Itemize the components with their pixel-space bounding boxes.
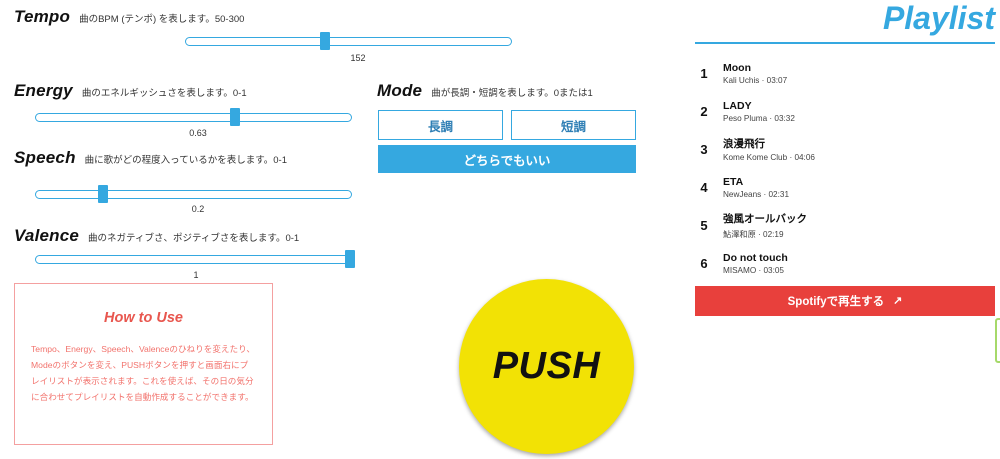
push-button-label: PUSH <box>492 345 601 387</box>
track-artist-duration: MISAMO · 03:05 <box>723 265 784 275</box>
edge-green-widget[interactable] <box>995 318 1000 363</box>
spotify-play-button[interactable]: Spotifyで再生する ↗ <box>695 286 995 316</box>
track-number: 6 <box>700 255 708 271</box>
param-label-speech: Speech <box>14 148 76 167</box>
track-number: 2 <box>700 103 708 119</box>
track-title: 強風オールバック <box>723 212 807 225</box>
slider-thumb-valence[interactable] <box>345 250 355 268</box>
mode-button-either[interactable]: どちらでもいい <box>378 145 636 173</box>
push-button[interactable]: PUSH <box>459 279 634 454</box>
track-artist-duration: 鮎澤和原 · 02:19 <box>723 229 784 239</box>
track-title: LADY <box>723 99 752 112</box>
track-artist-duration: NewJeans · 02:31 <box>723 189 789 199</box>
param-header-energy: Energy 曲のエネルギッシュさを表します。0-1 <box>14 81 247 101</box>
playlist-track-row[interactable]: 5 強風オールバック鮎澤和原 · 02:19 <box>695 206 1000 244</box>
slider-value-tempo: 152 <box>350 53 366 63</box>
track-title: Do not touch <box>723 251 788 264</box>
slider-value-valence: 1 <box>193 270 199 280</box>
track-number: 1 <box>700 65 708 81</box>
slider-track-tempo[interactable] <box>185 37 512 46</box>
slider-track-speech[interactable] <box>35 190 352 199</box>
track-artist-duration: Kali Uchis · 03:07 <box>723 75 788 85</box>
param-desc-tempo: 曲のBPM (テンポ) を表します。50-300 <box>79 14 245 25</box>
param-header-tempo: Tempo 曲のBPM (テンポ) を表します。50-300 <box>14 7 244 27</box>
slider-track-valence[interactable] <box>35 255 352 264</box>
param-label-mode: Mode <box>377 81 423 100</box>
param-header-speech: Speech 曲に歌がどの程度入っているかを表します。0-1 <box>14 148 287 168</box>
how-to-use-title: How to Use <box>104 310 183 326</box>
track-number: 5 <box>700 217 708 233</box>
slider-track-energy[interactable] <box>35 113 352 122</box>
slider-value-energy: 0.63 <box>189 128 207 138</box>
track-title: ETA <box>723 175 744 188</box>
track-number: 4 <box>700 179 708 195</box>
track-meta: 強風オールバック鮎澤和原 · 02:19 <box>723 211 807 240</box>
mode-button-group: 長調 短調 <box>378 110 636 140</box>
track-title: Moon <box>723 61 751 74</box>
track-artist-duration: Kome Kome Club · 04:06 <box>723 153 815 162</box>
param-header-valence: Valence 曲のネガティブさ、ポジティブさを表します。0-1 <box>14 226 299 246</box>
playlist-track-row[interactable]: 3 浪漫飛行 Kome Kome Club · 04:06 <box>695 130 1000 168</box>
slider-value-speech: 0.2 <box>191 204 205 214</box>
playlist-divider <box>695 42 995 44</box>
external-link-icon: ↗ <box>893 294 903 307</box>
param-desc-mode: 曲が長調・短調を表します。0または1 <box>431 88 593 99</box>
param-label-energy: Energy <box>14 81 73 100</box>
slider-thumb-speech[interactable] <box>98 185 108 203</box>
param-label-tempo: Tempo <box>14 7 71 26</box>
how-to-use-box: How to Use Tempo、Energy、Speech、Valenceのひ… <box>14 283 273 445</box>
mode-button-minor[interactable]: 短調 <box>511 110 636 140</box>
param-label-valence: Valence <box>14 226 80 245</box>
track-number: 3 <box>700 141 708 157</box>
param-desc-speech: 曲に歌がどの程度入っているかを表します。0-1 <box>84 155 287 166</box>
param-desc-valence: 曲のネガティブさ、ポジティブさを表します。0-1 <box>88 233 300 244</box>
how-to-use-body: Tempo、Energy、Speech、Valenceのひねりを変えたり、Mod… <box>31 344 255 402</box>
slider-thumb-tempo[interactable] <box>320 32 330 50</box>
track-title: 浪漫飛行 <box>723 138 765 150</box>
slider-thumb-energy[interactable] <box>230 108 240 126</box>
controls-panel: Tempo 曲のBPM (テンポ) を表します。50-300 152 Energ… <box>14 7 636 454</box>
spotify-play-label: Spotifyで再生する <box>787 296 885 308</box>
mode-button-major[interactable]: 長調 <box>378 110 503 140</box>
track-artist-duration: Peso Pluma · 03:32 <box>723 113 795 123</box>
param-desc-energy: 曲のエネルギッシュさを表します。0-1 <box>81 88 247 99</box>
playlist-title: Playlist <box>882 0 995 36</box>
param-header-mode: Mode 曲が長調・短調を表します。0または1 <box>377 81 593 101</box>
track-meta: 浪漫飛行 Kome Kome Club · 04:06 <box>723 136 815 162</box>
